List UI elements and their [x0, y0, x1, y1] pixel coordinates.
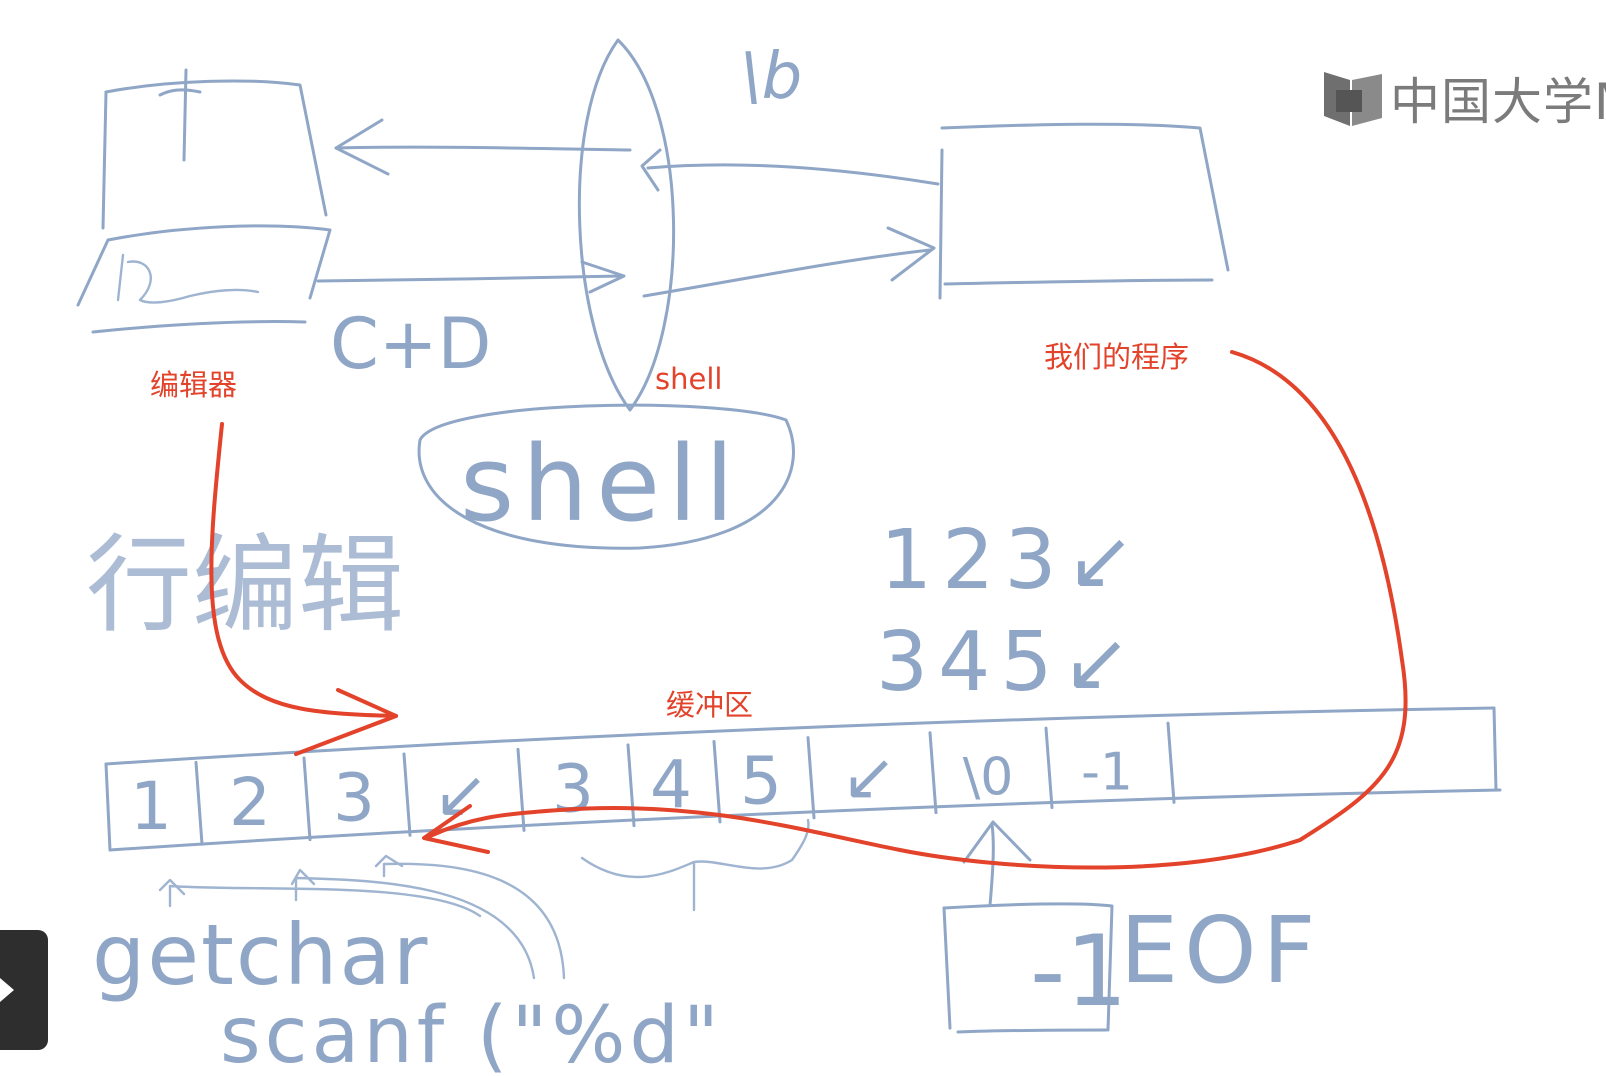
arrow-shell-to-editor — [334, 118, 632, 176]
shell-handwritten-text: shell — [460, 423, 742, 545]
buffer-cell-label: 2 — [229, 764, 271, 841]
buffer-cell-label: 3 — [333, 760, 375, 837]
backslash-b-text: \b — [740, 40, 802, 114]
buffer-divider — [806, 736, 816, 820]
getchar-text: getchar — [92, 906, 429, 1004]
read-pointer-arrows — [158, 818, 810, 980]
scanf-text: scanf ("%d" — [220, 991, 723, 1076]
buffer-cell-label: 1 — [130, 768, 172, 845]
mooc-logo: 中国大学M — [1322, 62, 1606, 134]
eof-text: EOF — [1120, 897, 1321, 1004]
eof-value-text: -1 — [1030, 915, 1128, 1029]
monitor-sketch — [101, 68, 328, 230]
play-button[interactable] — [0, 930, 48, 1050]
buffer-divider — [712, 739, 722, 824]
ctrl-d-text: C+D — [330, 303, 491, 385]
eof-box: -1 EOF — [942, 820, 1321, 1034]
buffer-divider — [402, 752, 412, 837]
buffer-divider — [516, 747, 526, 832]
buffer-cell-label: 5 — [740, 743, 782, 820]
buffer-cell-label: ↙ — [841, 738, 896, 815]
shell-lens — [577, 38, 676, 412]
input-line-2-text: 345↙ — [876, 615, 1141, 710]
play-icon — [0, 978, 14, 1002]
buffer-cell-dividers — [194, 721, 1176, 846]
buffer-cell-label: 3 — [552, 751, 594, 828]
arrow-shell-to-program — [642, 226, 936, 298]
buffer-divider — [194, 760, 204, 846]
line-edit-text: 行编辑 — [86, 524, 404, 647]
arrow-program-to-shell — [640, 148, 940, 192]
red-arrow-program-reads-buffer — [422, 350, 1408, 870]
annotation-our-program: 我们的程序 — [1044, 340, 1190, 374]
logo-text: 中国大学M — [1390, 73, 1606, 131]
shell-bubble: shell — [417, 403, 795, 550]
buffer-divider — [1166, 721, 1176, 804]
keyboard-sketch — [76, 224, 332, 334]
program-window-sketch — [938, 122, 1230, 300]
buffer-divider — [1044, 726, 1054, 810]
buffer-cell-label: -1 — [1081, 742, 1133, 802]
mooc-book-icon — [1324, 72, 1382, 126]
input-line-1-text: 123↙ — [880, 513, 1145, 608]
buffer-divider — [928, 731, 938, 815]
buffer-cell-label: \0 — [963, 747, 1014, 807]
annotation-buffer: 缓冲区 — [666, 688, 754, 722]
buffer-divider — [626, 743, 636, 828]
red-arrow-editor-to-buffer — [209, 422, 398, 756]
annotation-editor: 编辑器 — [150, 368, 238, 402]
buffer-divider — [302, 756, 312, 842]
arrow-keyboard-to-shell — [316, 260, 626, 294]
annotation-shell: shell — [655, 362, 723, 396]
